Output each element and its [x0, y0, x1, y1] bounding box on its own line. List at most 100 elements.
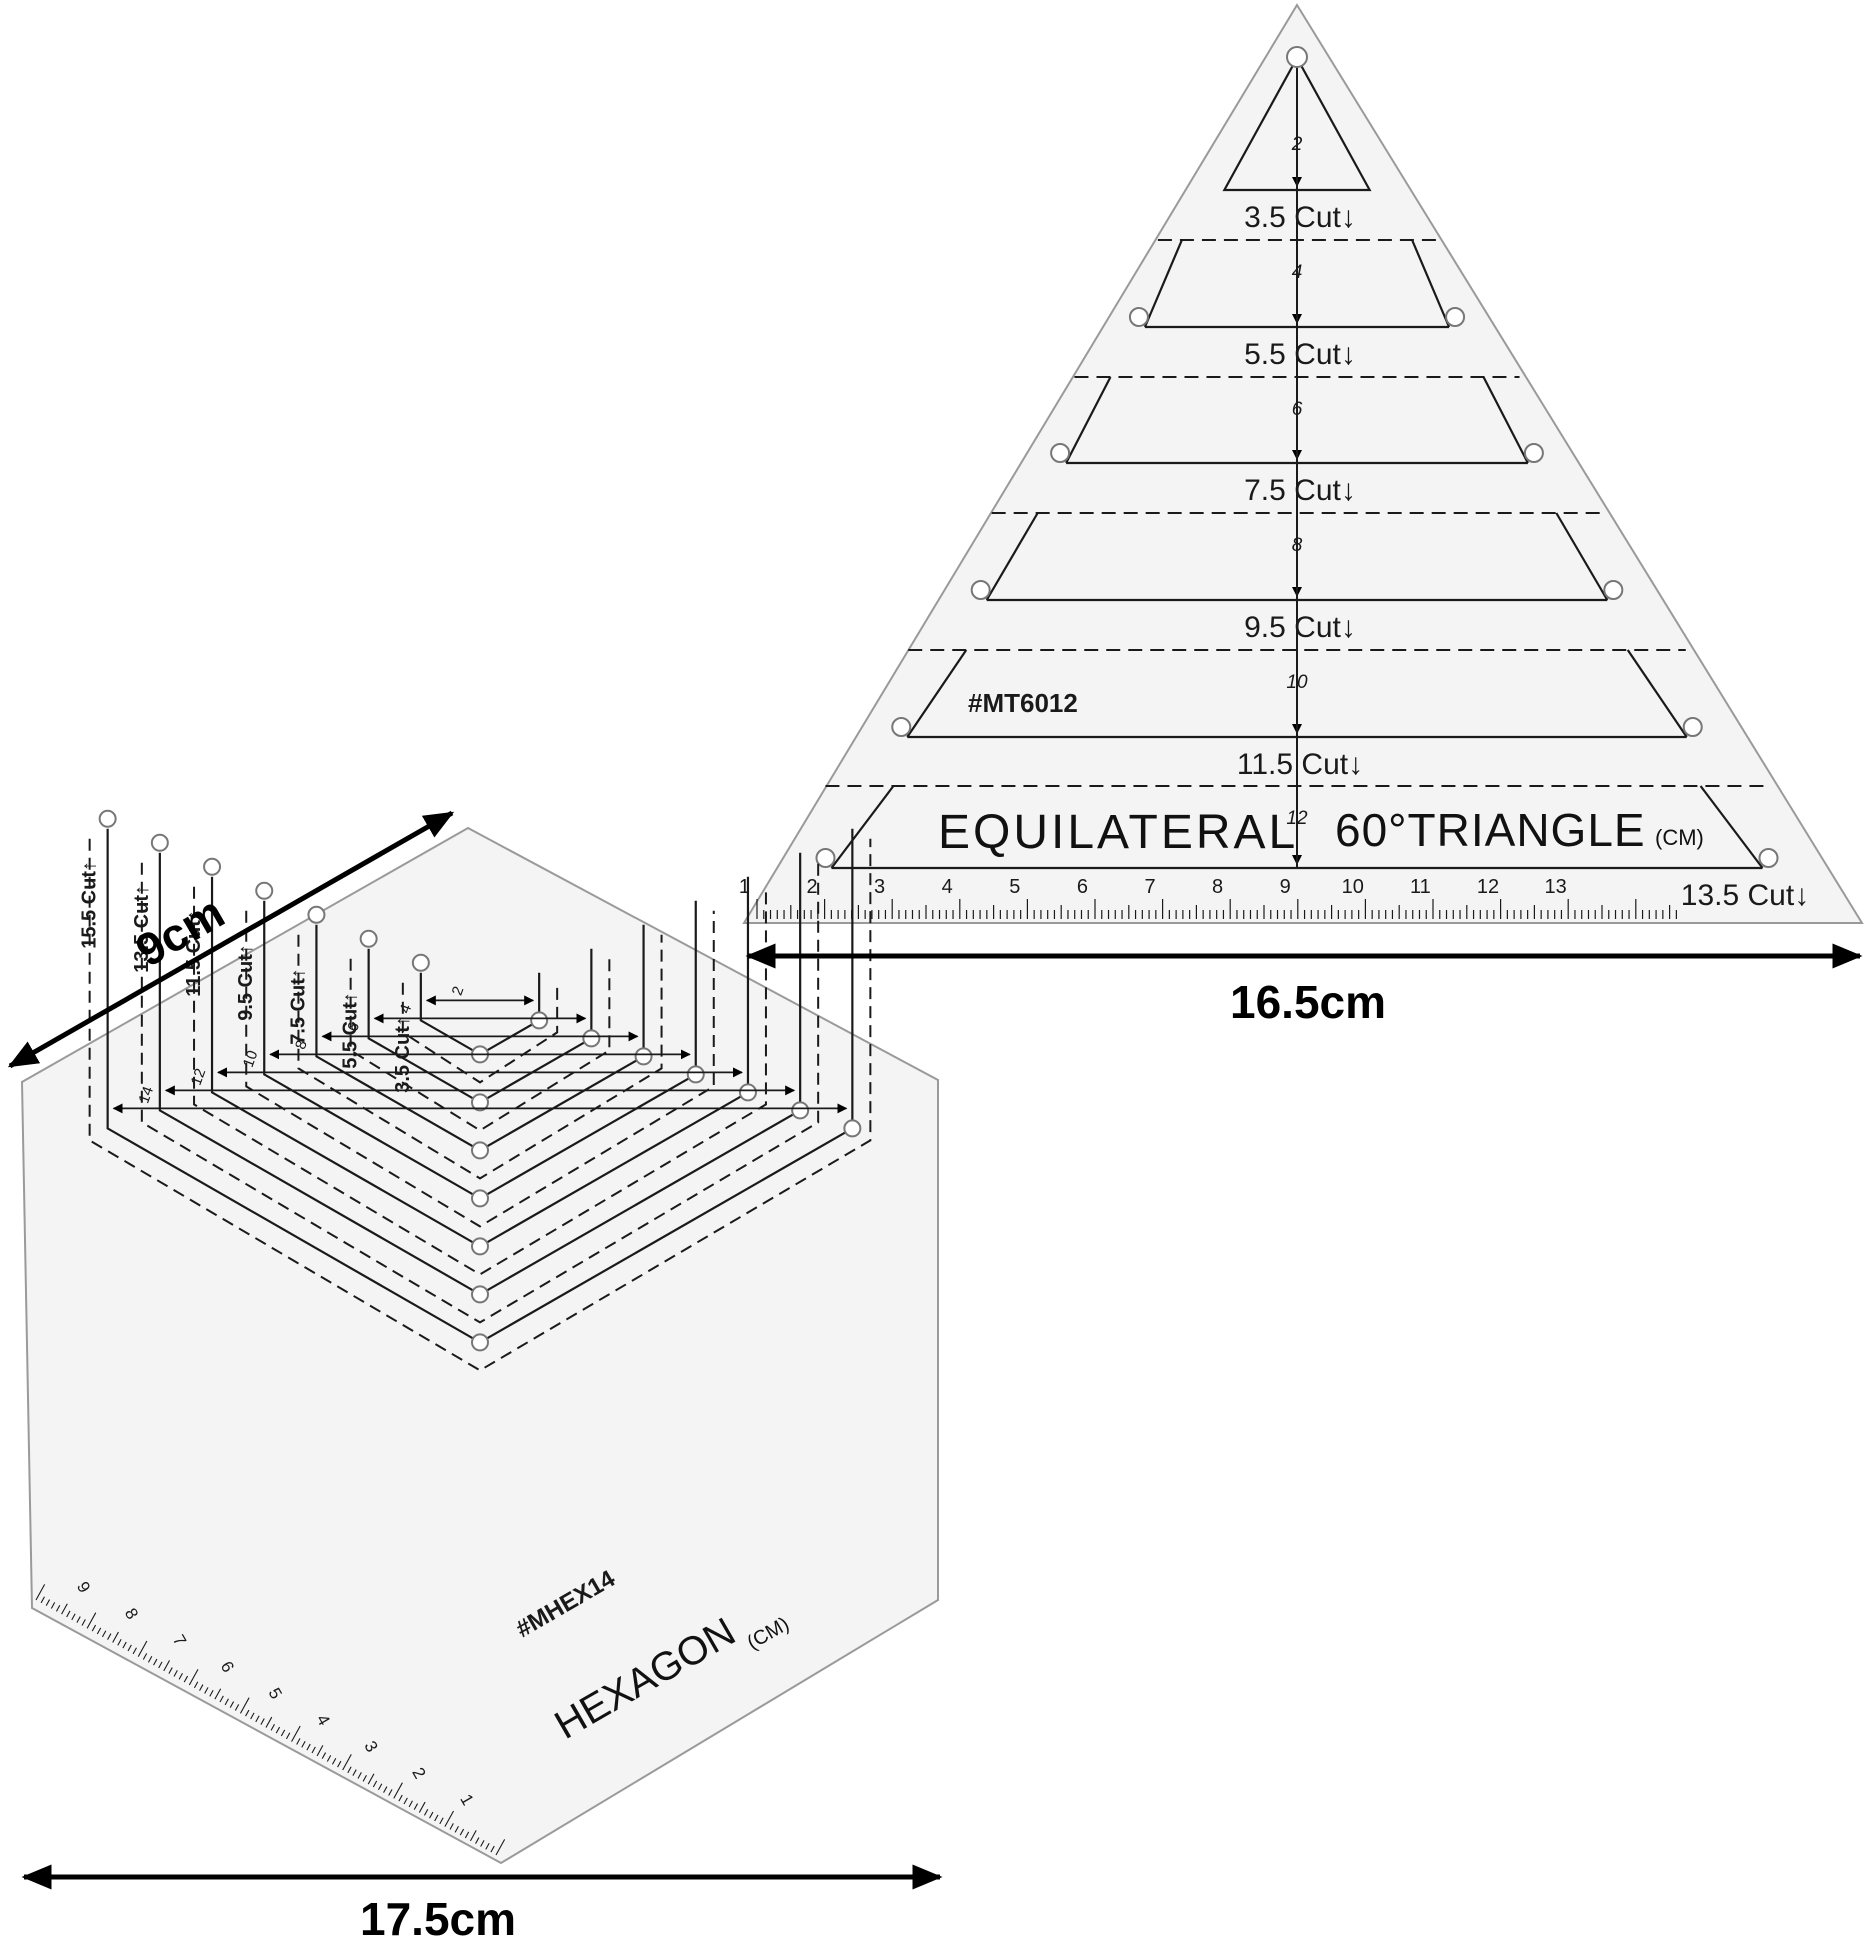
triangle-corner-hole — [970, 580, 991, 600]
triangle-scale-number: 10 — [1342, 876, 1364, 898]
hexagon-scale-tick — [168, 1667, 173, 1674]
hexagon-corner-hole — [307, 905, 326, 924]
hexagon-scale-tick — [490, 1845, 495, 1853]
hexagon-corner-hole — [359, 929, 378, 948]
hexagon-scale-tick — [147, 1655, 153, 1663]
hexagon-scale-tick — [485, 1842, 490, 1850]
hexagon-scale-tick — [112, 1631, 119, 1643]
hexagon-scale-tick — [270, 1723, 275, 1731]
triangle-corner-hole — [891, 717, 912, 737]
hexagon-scale-tick — [209, 1689, 214, 1697]
hexagon-scale-tick — [81, 1619, 86, 1626]
triangle-corner-hole — [1603, 580, 1624, 600]
hexagon-cut-label: 15.5 Cut↑ — [79, 861, 101, 949]
hexagon-corner-hole — [98, 809, 117, 828]
dimension-hexagon-width: 17.5cm — [21, 1864, 943, 1945]
hexagon-scale-tick — [301, 1740, 306, 1748]
hexagon-scale-tick — [142, 1653, 148, 1660]
hexagon-scale-tick — [423, 1808, 429, 1816]
hexagon-corner-hole — [634, 1047, 653, 1066]
hexagon-scale-tick — [86, 1612, 97, 1629]
triangle-scale-number: 13 — [1544, 876, 1566, 898]
hexagon-scale-tick — [45, 1599, 51, 1606]
triangle-scale-number: 8 — [1212, 876, 1223, 898]
hexagon-scale-tick — [316, 1745, 324, 1757]
hexagon-corner-hole — [203, 857, 222, 876]
hexagon-scale-tick — [367, 1773, 375, 1785]
dimension-triangle-width: 16.5cm — [745, 943, 1863, 1028]
triangle-model-label: #MT6012 — [968, 688, 1078, 718]
hexagon-width-label: 12 — [188, 1066, 210, 1087]
triangle-scale-number: 1 — [739, 876, 750, 898]
hexagon-scale-tick — [439, 1817, 444, 1825]
triangle-cut-label: 9.5 Cut↓ — [1244, 611, 1356, 644]
triangle-cut-label: 7.5 Cut↓ — [1244, 474, 1356, 507]
triangle-cut-label: 11.5 Cut↓ — [1237, 748, 1363, 781]
hexagon-cut-line — [193, 886, 767, 1276]
triangle-scale-number: 5 — [1009, 876, 1020, 898]
hexagon-scale-tick — [398, 1794, 403, 1802]
hexagon-scale-tick — [199, 1684, 204, 1691]
hexagon-width-label: 17.5cm — [360, 1893, 516, 1945]
hexagon-scale-tick — [403, 1797, 408, 1805]
hexagon-scale-tick — [234, 1704, 240, 1711]
hexagon-scale-tick — [50, 1602, 56, 1609]
hexagon-scale-tick — [193, 1681, 199, 1689]
hexagon-scale-tick — [265, 1716, 273, 1728]
hexagon-scale-tick — [444, 1810, 455, 1827]
hexagon-scale-tick — [239, 1697, 250, 1714]
hexagon-scale-tick — [434, 1814, 439, 1822]
hexagon-scale-tick — [321, 1752, 327, 1759]
hexagon-scale-tick — [178, 1672, 183, 1680]
hexagon-corner-hole — [471, 1285, 489, 1304]
hexagon-scale-tick — [280, 1729, 286, 1737]
triangle-corner-hole — [1758, 848, 1779, 868]
hexagon-scale-tick — [40, 1596, 45, 1604]
triangle-title-right: 60°TRIANGLE — [1335, 804, 1646, 856]
hexagon-scale-tick — [91, 1624, 97, 1632]
triangle-title-left: EQUILATERAL — [938, 806, 1298, 859]
hexagon-scale-tick — [306, 1743, 311, 1751]
hexagon-scale-tick — [331, 1757, 337, 1765]
hexagon-scale-tick — [347, 1766, 352, 1774]
triangle-scale-number: 2 — [806, 876, 817, 898]
hexagon-scale-tick — [393, 1782, 403, 1799]
triangle-scale-number: 7 — [1144, 876, 1155, 898]
triangle-width-label: 16.5cm — [1230, 976, 1386, 1028]
triangle-corner-hole — [815, 848, 836, 868]
hexagon-corner-hole — [255, 881, 274, 900]
hexagon-scale-tick — [61, 1603, 68, 1615]
hexagon-scale-tick — [275, 1726, 281, 1734]
hexagon-corner-hole — [791, 1101, 810, 1120]
hexagon-scale-tick — [326, 1755, 332, 1762]
hexagon-scale-tick — [429, 1811, 434, 1819]
hexagon-corner-hole — [471, 1237, 489, 1256]
hexagon-scale-tick — [127, 1644, 132, 1652]
triangle-scale-number: 3 — [874, 876, 885, 898]
triangle-ruler: 23.5 Cut↓45.5 Cut↓67.5 Cut↓89.5 Cut↓1011… — [739, 3, 1864, 924]
hexagon-scale-tick — [285, 1732, 291, 1740]
hexagon-scale-tick — [250, 1712, 255, 1720]
hexagon-scale-tick — [418, 1801, 426, 1813]
hexagon-scale-tick — [357, 1772, 362, 1779]
triangle-scale-number: 9 — [1280, 876, 1291, 898]
hexagon-corner-hole — [471, 1189, 489, 1208]
triangle-scale-number: 6 — [1077, 876, 1088, 898]
hexagon-scale-tick — [480, 1840, 485, 1847]
triangle-cut-label: 13.5 Cut↓ — [1681, 879, 1809, 912]
hexagon-scale-tick — [229, 1701, 235, 1708]
hexagon-scale-tick — [96, 1627, 102, 1635]
hexagon-scale-tick — [101, 1630, 107, 1638]
hexagon-scale-tick — [183, 1675, 189, 1683]
triangle-apex-hole — [1286, 46, 1308, 68]
hexagon-scale-tick — [408, 1800, 413, 1808]
hexagon-scale-tick — [224, 1698, 229, 1706]
hexagon-corner-hole — [471, 1333, 489, 1352]
hexagon-scale-tick — [163, 1660, 171, 1672]
hexagon-scale-tick — [153, 1658, 158, 1666]
hexagon-scale-tick — [291, 1725, 301, 1742]
hexagon-scale-tick — [204, 1687, 209, 1694]
triangle-scale-number: 4 — [942, 876, 953, 898]
hexagon-corner-hole — [738, 1083, 757, 1102]
